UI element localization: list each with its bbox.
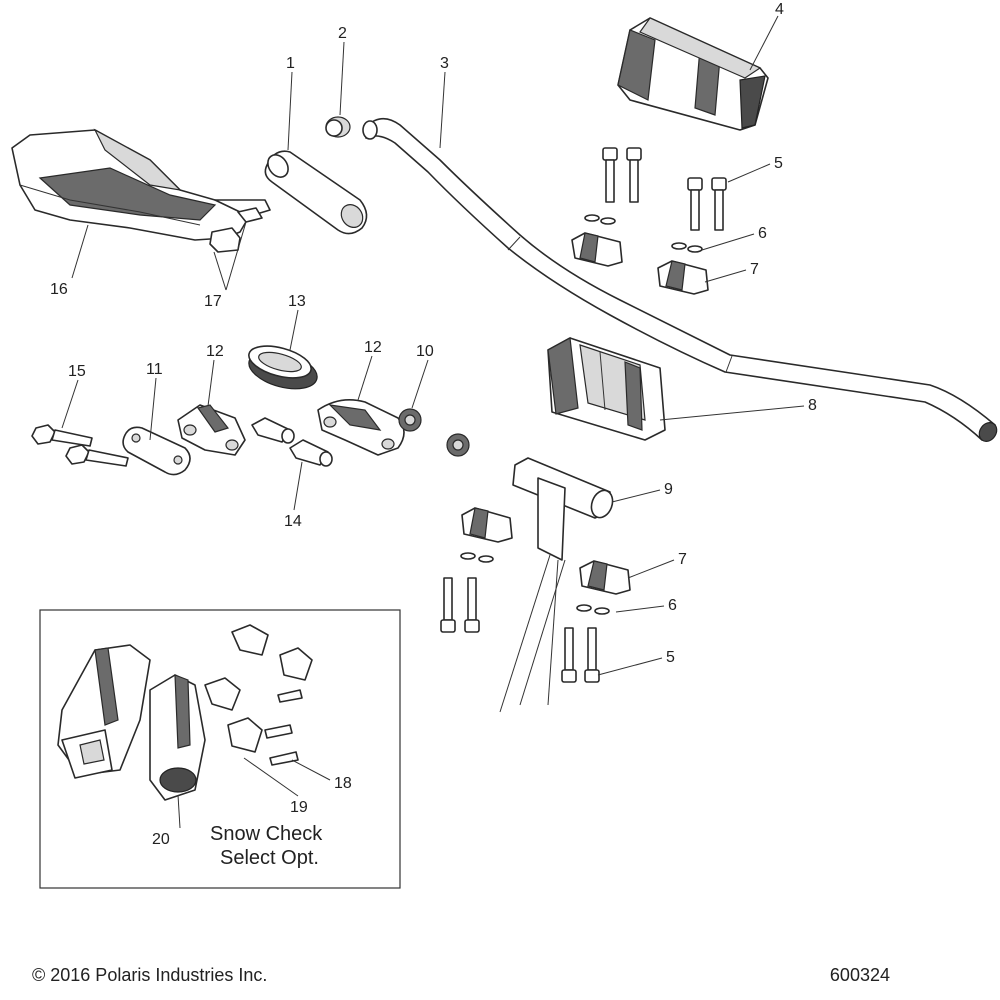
bar-end-plug-part bbox=[325, 116, 351, 138]
riser-block-part bbox=[547, 337, 666, 441]
callout-16: 16 bbox=[50, 281, 68, 298]
callout-8: 8 bbox=[808, 397, 817, 414]
lower-bolt-part bbox=[440, 577, 600, 683]
grip-part bbox=[264, 150, 368, 235]
callout-20: 20 bbox=[152, 831, 170, 848]
figure-number: 600324 bbox=[829, 965, 890, 985]
callout-19: 19 bbox=[290, 799, 308, 816]
callout-5-bottom: 5 bbox=[666, 649, 675, 666]
hand-guard-part bbox=[11, 128, 271, 241]
callout-7-bottom: 7 bbox=[678, 551, 687, 568]
inset-caption-line1: Snow Check bbox=[210, 823, 323, 845]
lower-clamp-part bbox=[461, 507, 631, 595]
callout-9: 9 bbox=[664, 481, 673, 498]
lower-washer-part bbox=[460, 552, 610, 615]
callout-11: 11 bbox=[146, 361, 163, 378]
leader-lines bbox=[61, 15, 805, 829]
callout-2: 2 bbox=[338, 25, 347, 42]
mount-spacer-part bbox=[251, 417, 333, 467]
riser-washer-part bbox=[584, 214, 703, 253]
callout-17: 17 bbox=[204, 293, 222, 310]
callout-labels: 1 2 3 4 5 6 7 8 9 10 11 12 12 13 14 15 1… bbox=[50, 1, 817, 848]
callout-10: 10 bbox=[416, 343, 434, 360]
callout-7-top: 7 bbox=[750, 261, 759, 278]
callout-5-top: 5 bbox=[774, 155, 783, 172]
callout-1: 1 bbox=[286, 55, 295, 72]
riser-bolt-part bbox=[602, 147, 727, 231]
inset-caption-line2: Select Opt. bbox=[220, 847, 319, 869]
callout-18: 18 bbox=[334, 775, 352, 792]
spacer-ring-part bbox=[248, 345, 318, 390]
callout-6-bottom: 6 bbox=[668, 597, 677, 614]
callout-3: 3 bbox=[440, 55, 449, 72]
handlebar-part bbox=[362, 117, 998, 442]
callout-13: 13 bbox=[288, 293, 306, 310]
inset-riser-assembly-part bbox=[57, 644, 206, 801]
mount-bolt-part bbox=[31, 424, 129, 467]
copyright-notice: © 2016 Polaris Industries Inc. bbox=[32, 965, 268, 985]
mount-plate-part bbox=[122, 426, 191, 476]
callout-12-left: 12 bbox=[206, 343, 224, 360]
inset-frame bbox=[39, 609, 401, 889]
bar-pad-part bbox=[617, 17, 769, 131]
bar-clamp-cap-part bbox=[571, 232, 709, 295]
inset-bolt-part bbox=[264, 689, 303, 766]
callout-15: 15 bbox=[68, 363, 86, 380]
inset-clamp-part bbox=[204, 624, 313, 753]
callout-12-right: 12 bbox=[364, 339, 382, 356]
steering-post-part bbox=[499, 457, 614, 713]
callout-4: 4 bbox=[775, 1, 784, 18]
callout-6-top: 6 bbox=[758, 225, 767, 242]
mount-clamp-right-part bbox=[317, 399, 405, 456]
bushing-part bbox=[398, 408, 470, 457]
callout-14: 14 bbox=[284, 513, 302, 530]
mount-clamp-left-part bbox=[177, 404, 246, 456]
